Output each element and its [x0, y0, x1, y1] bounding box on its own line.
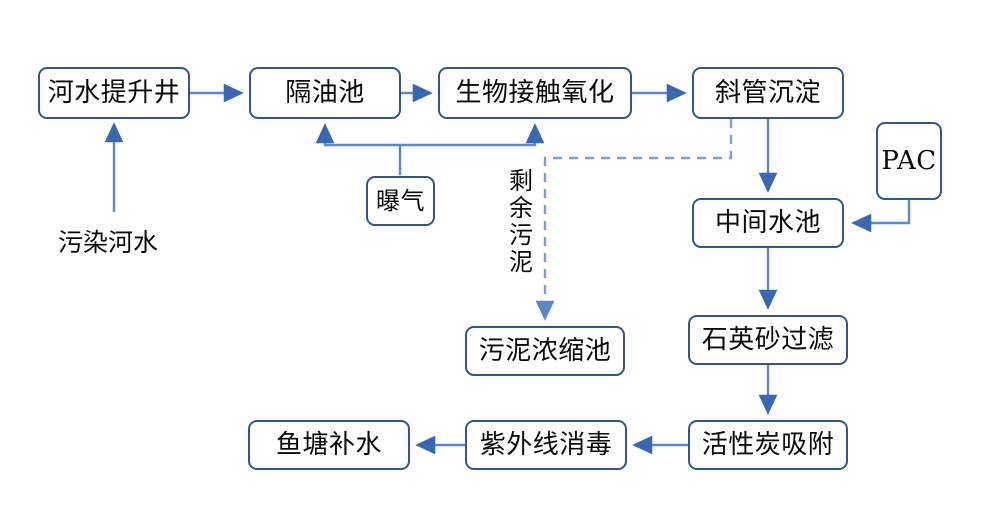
node-label: 斜管沉淀 — [714, 78, 821, 108]
node-label: 河水提升井 — [47, 78, 181, 108]
node-pac[interactable]: PAC — [876, 122, 942, 200]
node-label: 曝气 — [376, 187, 425, 215]
node-intake[interactable]: 河水提升井 — [38, 67, 190, 119]
node-aeration[interactable]: 曝气 — [366, 176, 435, 226]
node-bio-contact-oxidation[interactable]: 生物接触氧化 — [438, 67, 632, 119]
node-activated-carbon-adsorption[interactable]: 活性炭吸附 — [688, 420, 848, 470]
node-label: 中间水池 — [714, 208, 821, 238]
node-label: 紫外线消毒 — [479, 430, 613, 460]
edge-aeration-to-bio — [400, 123, 545, 147]
label-polluted-river: 污染河水 — [58, 228, 159, 257]
excess-sludge-char-3: 污 — [509, 220, 533, 249]
node-label: 石英砂过滤 — [701, 325, 835, 355]
excess-sludge-char-1: 剩 — [509, 167, 533, 195]
node-label: 活性炭吸附 — [701, 430, 835, 460]
edge-aeration-to-oilsep — [315, 123, 402, 175]
node-label: PAC — [881, 146, 937, 176]
node-label: 鱼塘补水 — [275, 430, 382, 460]
node-oil-separator[interactable]: 隔油池 — [249, 67, 401, 119]
node-label: 隔油池 — [285, 78, 365, 108]
edge-pac-to-midtank — [851, 200, 911, 233]
excess-sludge-char-2: 余 — [509, 193, 533, 222]
excess-sludge-char-4: 泥 — [509, 247, 533, 276]
node-label: 污泥浓缩池 — [478, 336, 612, 366]
node-tube-settler[interactable]: 斜管沉淀 — [692, 67, 844, 119]
label-excess-sludge: 剩 余 污 泥 — [508, 168, 534, 276]
node-pond-refill[interactable]: 鱼塘补水 — [248, 420, 410, 470]
node-intermediate-tank[interactable]: 中间水池 — [692, 198, 844, 248]
node-sludge-thickener[interactable]: 污泥浓缩池 — [465, 326, 625, 376]
node-label: 生物接触氧化 — [455, 78, 615, 108]
node-uv-disinfection[interactable]: 紫外线消毒 — [465, 420, 627, 470]
node-quartz-sand-filter[interactable]: 石英砂过滤 — [688, 315, 848, 365]
